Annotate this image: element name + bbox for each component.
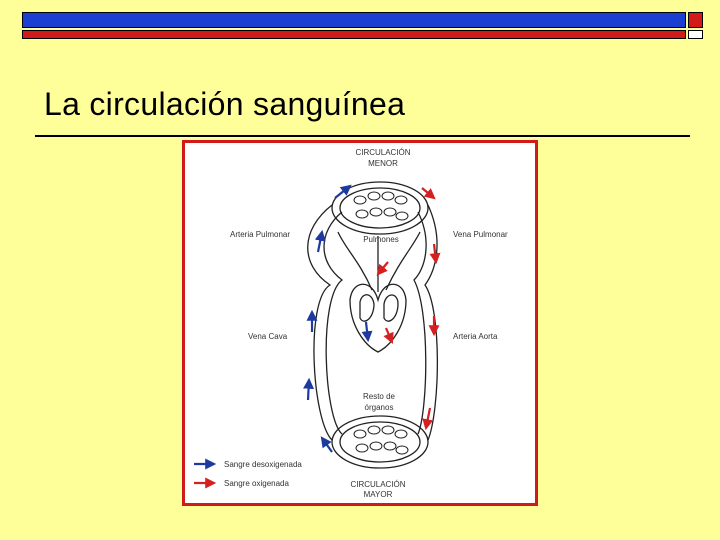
header-blue-bar: [22, 12, 686, 28]
top-heading-line1: CIRCULACIÓN: [355, 148, 410, 157]
arrow-red-1: [421, 187, 436, 200]
header-white-square: [688, 30, 703, 39]
right-vessel-loop: [424, 204, 438, 441]
legend-deoxygenated-label: Sangre desoxigenada: [224, 460, 302, 469]
bottom-heading-line2: MAYOR: [364, 490, 393, 499]
resto-line2: órganos: [365, 403, 394, 412]
vena-cava-label: Vena Cava: [248, 332, 288, 341]
arrow-blue-5: [320, 436, 333, 453]
arrow-red-6: [383, 327, 394, 345]
vessel-network: [307, 181, 438, 469]
legend: Sangre desoxigenada Sangre oxigenada: [194, 458, 302, 489]
organs-capillary-bed: [331, 415, 429, 469]
left-vessel-loop: [307, 204, 333, 441]
flow-arrows: [303, 184, 441, 453]
arrow-blue-2: [314, 229, 326, 253]
heart-outline: [349, 283, 407, 353]
arteria-aorta-label: Arteria Aorta: [453, 332, 498, 341]
title-underline: [35, 135, 690, 137]
bottom-heading-line1: CIRCULACIÓN: [350, 480, 405, 489]
arrow-red-2: [429, 243, 441, 265]
legend-oxygenated-label: Sangre oxigenada: [224, 479, 289, 488]
capillary-cells: [353, 191, 409, 455]
slide-title: La circulación sanguínea: [44, 86, 406, 122]
header-red-square: [688, 12, 703, 28]
top-heading-line2: MENOR: [368, 159, 398, 168]
resto-line1: Resto de: [363, 392, 396, 401]
arrow-red-5: [376, 261, 389, 276]
lungs-label: Pulmones: [363, 235, 399, 244]
vena-pulmonar-label: Vena Pulmonar: [453, 230, 508, 239]
arrow-blue-1: [334, 184, 352, 199]
arteria-pulmonar-label: Arteria Pulmonar: [230, 230, 290, 239]
lungs-capillary-bed: [331, 181, 429, 235]
arrow-blue-4: [303, 377, 315, 401]
arrow-red-4: [422, 407, 434, 431]
arrow-blue-6: [361, 321, 373, 343]
header-red-bar: [22, 30, 686, 39]
